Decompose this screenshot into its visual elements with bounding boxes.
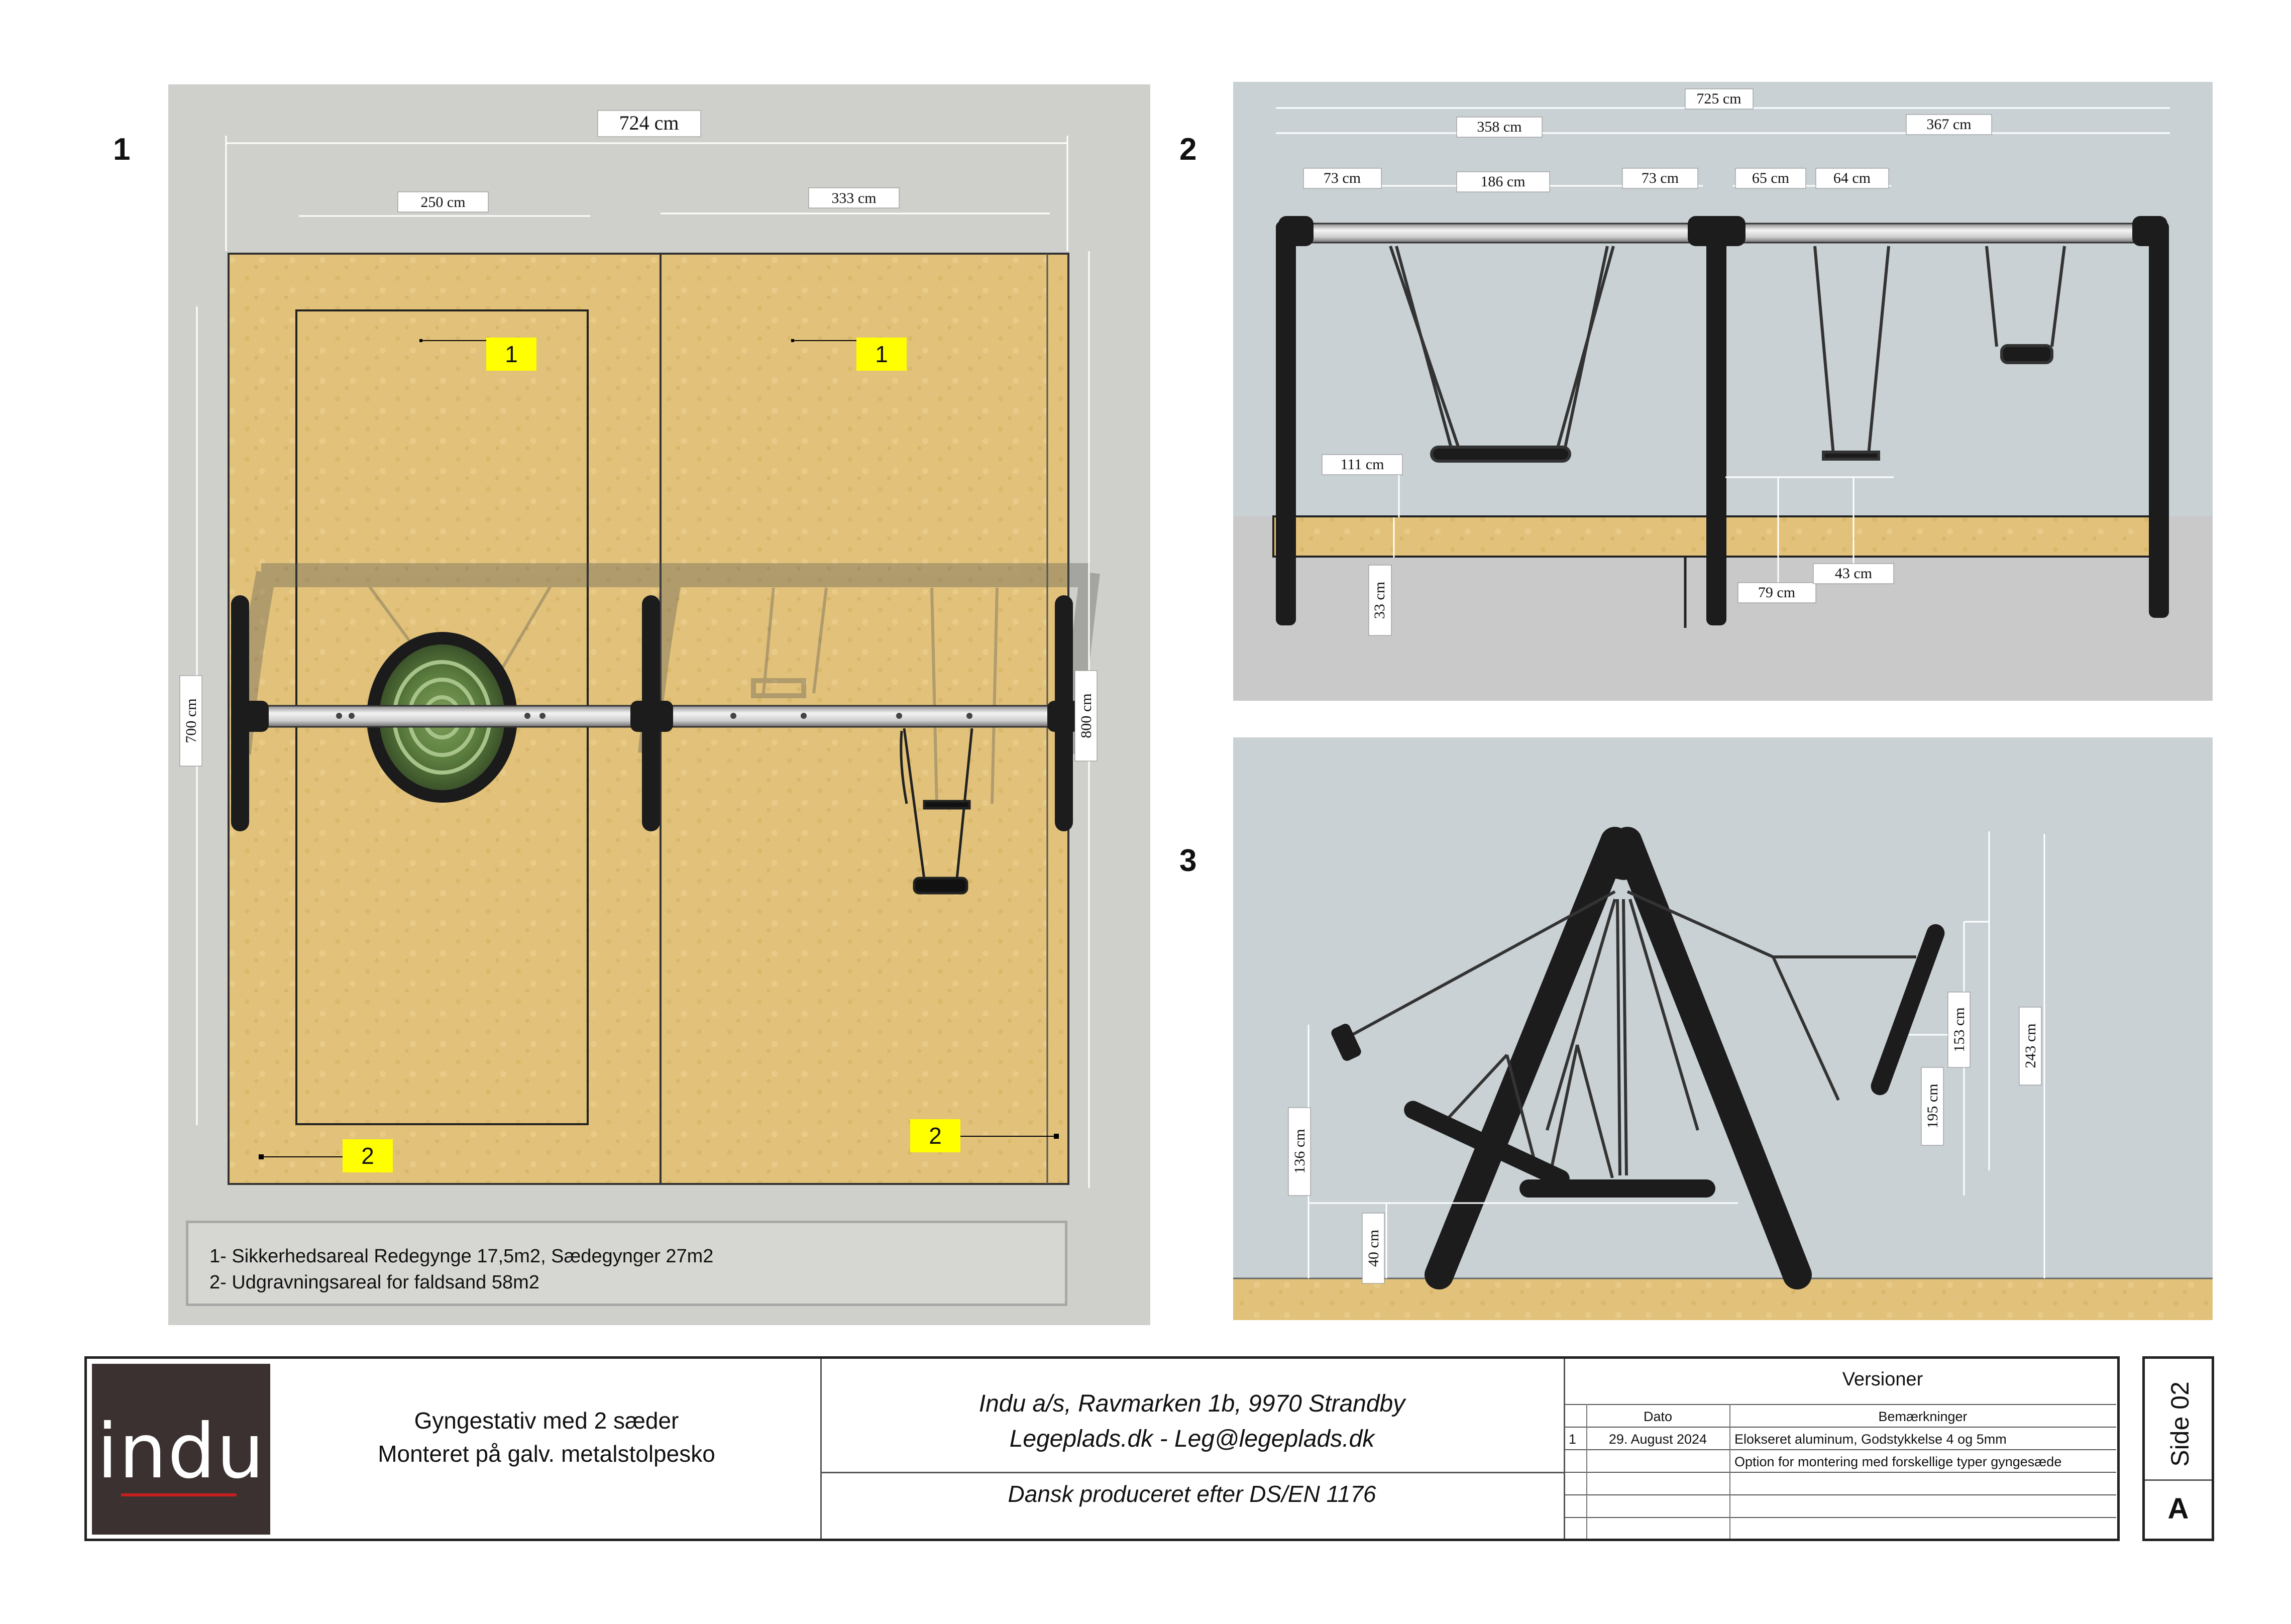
dim-front-left-right-edge: 73 cm [1642,170,1679,186]
marker-1-left: 1 [419,338,536,371]
side-seat-swung-back [1331,1024,1361,1061]
view-number-2: 2 [1179,132,1197,167]
marker-2-right: 2 [910,1119,1059,1152]
dim-width-right: 333 cm [831,190,876,206]
versions-row-1-note: Elokseret aluminum, Godstykkelse 4 og 5m… [1734,1432,2007,1447]
dim-front-43: 43 cm [1835,565,1872,582]
front-nest-swing [1389,246,1615,463]
svg-text:1: 1 [875,341,888,367]
dim-front-left-edge: 73 cm [1324,170,1361,186]
marker-2-left: 2 [259,1139,393,1172]
dim-front-79: 79 cm [1758,584,1795,601]
side-nest-seat-center [1519,1179,1715,1198]
front-seat-swing [1813,246,1890,461]
dim-side-136: 136 cm [1291,1129,1308,1173]
dim-side-243: 243 cm [2022,1023,2039,1068]
dim-depth-left: 700 cm [183,698,199,743]
dim-side-195: 195 cm [1924,1084,1941,1128]
front-baby-swing [1985,246,2066,364]
versions-col-date: Dato [1643,1409,1673,1424]
title-block: indu Gyngestativ med 2 sæder Monteret på… [84,1356,2120,1541]
versions-col-notes: Bemærkninger [1878,1409,1968,1424]
company-info: Indu a/s, Ravmarken 1b, 9970 Strandby Le… [978,1390,1405,1452]
flat-seat-swing [900,728,973,895]
view-number-3: 3 [1179,843,1197,878]
dim-overall-width: 724 cm [619,112,679,134]
dim-front-right-a: 65 cm [1752,170,1789,186]
versions-row-1-date: 29. August 2024 [1608,1432,1707,1447]
side-view-panel [1233,737,2213,1320]
dim-front-right-b: 64 cm [1833,170,1871,186]
marker-1-right: 1 [791,338,907,371]
sheet-box: Side 02 A [2142,1356,2214,1541]
dim-side-40: 40 cm [1365,1230,1382,1267]
legend-line-2: 2- Udgravningsareal for faldsand 58m2 [209,1272,539,1293]
plan-legend: 1- Sikkerhedsareal Redegynge 17,5m2, Sæd… [186,1221,1067,1306]
indu-logo: indu [92,1364,270,1535]
dim-front-overall: 725 cm [1696,90,1741,107]
side-ground [1233,1278,2213,1320]
drawing-subject: Gyngestativ med 2 sæder Monteret på galv… [378,1408,715,1467]
side-nest-seat-left [1404,1101,1570,1188]
post-right [2149,221,2169,618]
revision-letter: A [2167,1492,2189,1525]
view-number-1: 1 [113,132,131,167]
side-nest-seat-swung-forward [1871,924,1945,1096]
dim-front-seat-height: 111 cm [1341,456,1384,473]
svg-text:1: 1 [505,341,518,367]
post-middle [1706,221,1726,625]
dim-front-ground: 33 cm [1371,582,1388,619]
dim-front-left-bay: 358 cm [1477,119,1521,135]
versions-row-1-no: 1 [1569,1432,1577,1447]
sheet-number: Side 02 [2166,1381,2194,1467]
svg-text:2: 2 [361,1143,374,1169]
a-frame-leg-right [1613,827,1812,1289]
dim-depth-right: 800 cm [1078,693,1095,738]
legend-line-1: 1- Sikkerhedsareal Redegynge 17,5m2, Sæd… [209,1246,714,1267]
dim-width-left: 250 cm [420,194,465,210]
svg-text:2: 2 [929,1123,942,1149]
dim-side-153: 153 cm [1951,1007,1968,1052]
dim-front-right-bay: 367 cm [1926,116,1971,133]
versions-row-2-note: Option for montering med forskellige typ… [1734,1454,2062,1469]
post-left [1276,221,1296,625]
dim-front-left-seat: 186 cm [1480,173,1525,190]
standard-note: Dansk produceret efter DS/EN 1176 [1008,1481,1376,1507]
versions-title: Versioner [1842,1369,1923,1390]
